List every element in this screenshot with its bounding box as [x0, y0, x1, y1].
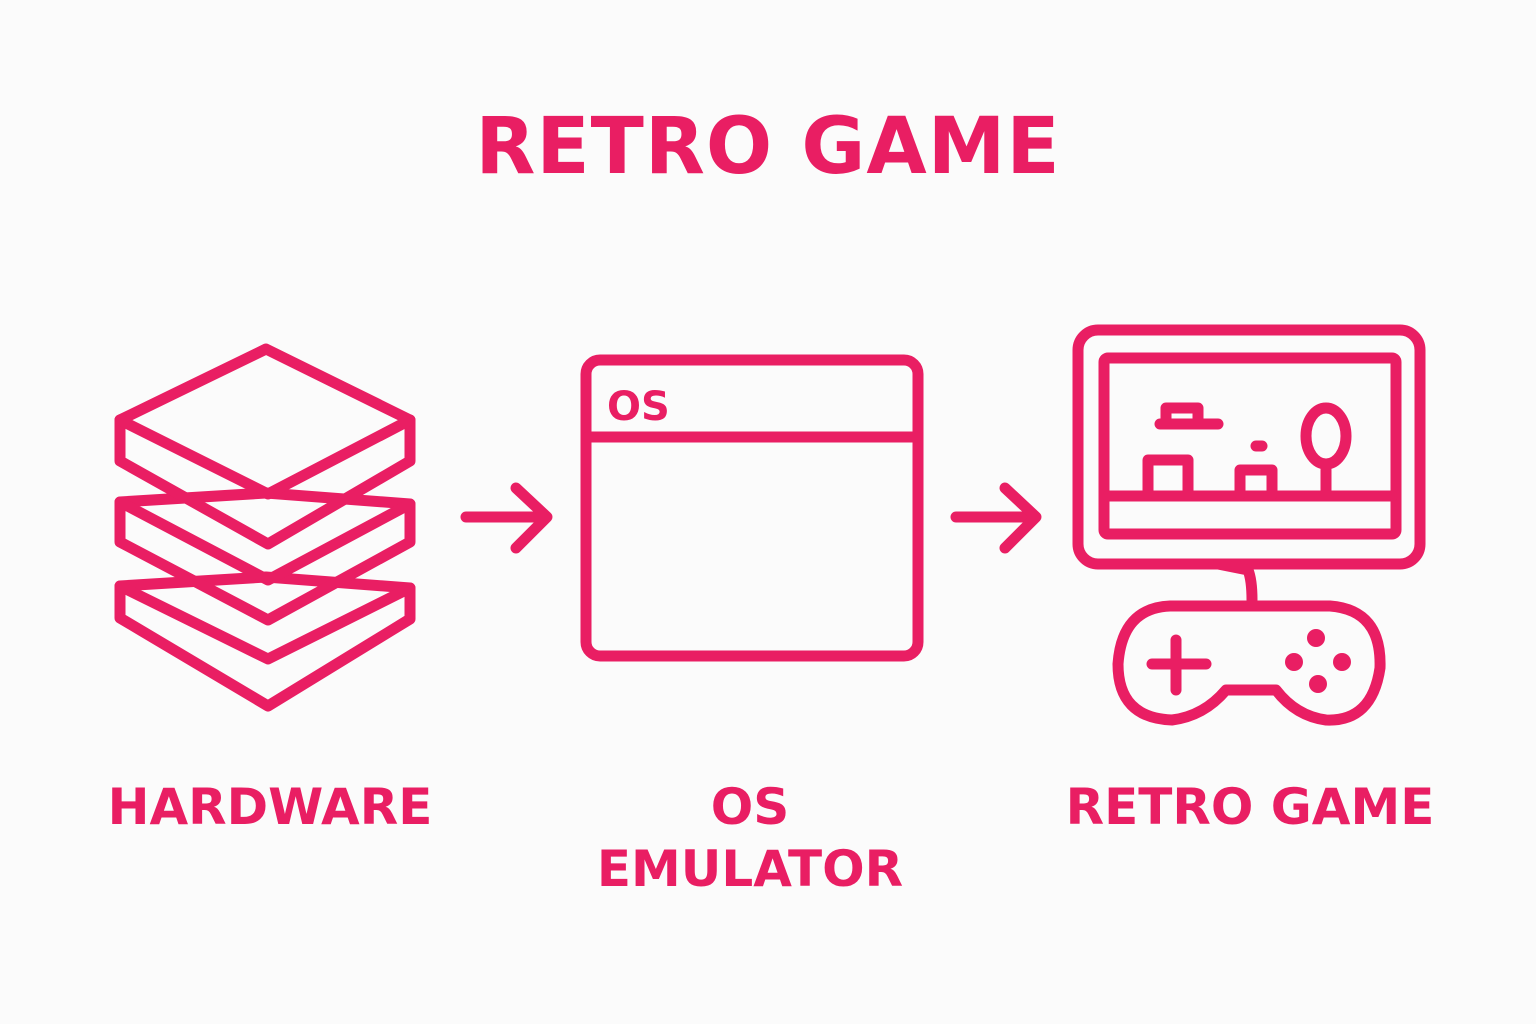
- stacked-layers-icon: [114, 343, 416, 712]
- label-line: EMULATOR: [596, 840, 904, 898]
- diagram-title: RETRO GAME: [475, 102, 1061, 192]
- os-window-icon: OS: [580, 354, 924, 662]
- step-label-retro-game: RETRO GAME: [1040, 776, 1460, 838]
- label-line: RETRO GAME: [1065, 778, 1435, 836]
- arrow-right-icon: [950, 482, 1042, 554]
- step-label-os-emulator: OS EMULATOR: [560, 776, 940, 900]
- window-title-text: OS: [607, 384, 670, 430]
- step-label-hardware: HARDWARE: [90, 776, 450, 838]
- monitor-gamepad-icon: [1072, 324, 1426, 726]
- arrow-right-icon: [460, 482, 553, 554]
- gamepad-buttons: [1285, 629, 1351, 693]
- label-line: OS: [710, 778, 790, 836]
- label-line: HARDWARE: [107, 778, 433, 836]
